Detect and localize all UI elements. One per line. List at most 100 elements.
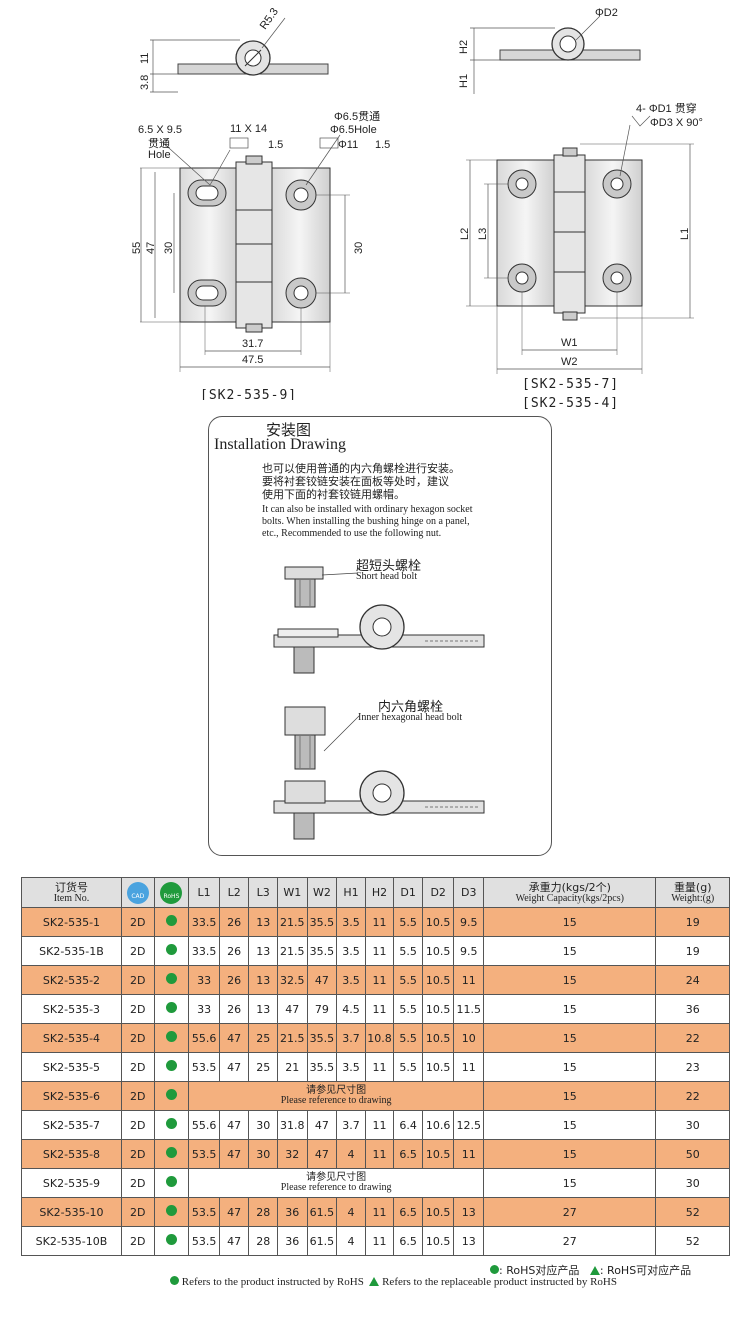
item-number: SK2-535-1 [21, 907, 122, 937]
header-d3: D3 [453, 877, 485, 908]
cad-cell: 2D [120, 1081, 155, 1111]
h2-cell: 11 [364, 936, 395, 966]
caption-sk2-535-4: [SK2-535-4] [522, 396, 620, 411]
caption-sk2-535-9: [SK2-535-9] [200, 388, 297, 400]
rohs-dot-icon [165, 1176, 177, 1187]
d2-cell: 10.5 [421, 965, 455, 995]
h1-cell: 4 [336, 1139, 366, 1169]
dim-47: 47 [145, 242, 157, 254]
reference-text-cn: 请参见尺寸图 [306, 1085, 367, 1096]
legend-tri-cn: : RoHS可对应产品 [599, 1264, 692, 1277]
h2-cell: 10.8 [364, 1023, 395, 1053]
item-number: SK2-535-10B [21, 1226, 122, 1256]
cad-cell: 2D [120, 994, 155, 1024]
l1-cell: 33.5 [188, 907, 220, 937]
capacity-cell: 15 [483, 1081, 657, 1111]
header-h2: H2 [364, 877, 395, 908]
installation-drawing-panel [208, 416, 552, 856]
installation-illustrations [273, 566, 485, 840]
d2-cell: 10.5 [421, 1139, 455, 1169]
l2-cell: 26 [218, 965, 250, 995]
h1-cell: 4.5 [336, 994, 366, 1024]
l1-cell: 53.5 [188, 1139, 220, 1169]
rohs-dot-icon [165, 1118, 177, 1129]
w1-cell: 21.5 [277, 1023, 308, 1053]
cad-cell: 2D [120, 907, 155, 937]
d2-cell: 10.5 [421, 1052, 455, 1082]
bolt2-label-cn: 内六角螺栓 [378, 700, 444, 715]
w2-cell: 61.5 [306, 1197, 338, 1227]
installation-note-cn-3: 使用下面的衬套铰链用螺帽。 [262, 488, 405, 501]
cad-cell: 2D [120, 1168, 155, 1198]
capacity-cell: 15 [483, 1139, 657, 1169]
l1-cell: 53.5 [188, 1052, 220, 1082]
legend-dot-en: Refers to the product instructed by RoHS [181, 1276, 364, 1288]
d2-cell: 10.5 [421, 994, 455, 1024]
slot-label-1: 6.5 X 9.5 [138, 124, 182, 136]
h2-cell: 11 [364, 1139, 395, 1169]
dim-l1: L1 [679, 228, 691, 240]
d1-cell: 5.5 [393, 965, 423, 995]
rohs-dot-icon [165, 944, 177, 955]
dim-3-8: 3.8 [139, 75, 151, 90]
l2-cell: 47 [218, 1052, 250, 1082]
item-number: SK2-535-1B [21, 936, 122, 966]
w1-cell: 21.5 [277, 907, 308, 937]
item-number: SK2-535-4 [21, 1023, 122, 1053]
item-number: SK2-535-9 [21, 1168, 122, 1198]
cad-cell: 2D [120, 936, 155, 966]
side-view-right: ΦD2 H2 H1 [458, 7, 641, 94]
rohs-cell [153, 1023, 190, 1053]
l1-cell: 53.5 [188, 1226, 220, 1256]
h2-cell: 11 [364, 907, 395, 937]
reference-text-en: Please reference to drawing [280, 1095, 392, 1106]
rohs-cell [153, 1110, 190, 1140]
d3-cell: 13 [453, 1197, 485, 1227]
w1-cell: 36 [277, 1197, 308, 1227]
d1-cell: 5.5 [393, 907, 423, 937]
header-capacity: 承重力(kgs/2个)Weight Capacity(kgs/2pcs) [483, 877, 657, 908]
d3-cell: 10 [453, 1023, 485, 1053]
legend-tri-en: Refers to the replaceable product instru… [382, 1276, 617, 1288]
dim-w1: W1 [561, 337, 578, 349]
w2-cell: 47 [306, 1110, 338, 1140]
weight-cell: 30 [655, 1168, 730, 1198]
reference-text-cn: 请参见尺寸图 [306, 1172, 367, 1183]
l1-cell: 53.5 [188, 1197, 220, 1227]
rohs-triangle-icon [589, 1266, 600, 1275]
header-w1: W1 [277, 877, 308, 908]
d1-cell: 6.5 [393, 1139, 423, 1169]
installation-title-en: Installation Drawing [214, 436, 346, 453]
weight-cell: 50 [655, 1139, 730, 1169]
short-head-bolt-icon [284, 566, 359, 608]
d2-cell: 10.5 [421, 1197, 455, 1227]
counterbore-depth: 1.5 [268, 139, 283, 151]
d3-cell: 11.5 [453, 994, 485, 1024]
w2-cell: 35.5 [306, 907, 338, 937]
d2-cell: 10.5 [421, 936, 455, 966]
legend-dot-cn: : RoHS对应产品 [499, 1264, 580, 1277]
legend-en: Refers to the product instructed by RoHS… [170, 1276, 617, 1288]
w2-cell: 61.5 [306, 1226, 338, 1256]
l2-cell: 47 [218, 1110, 250, 1140]
d1-cell: 6.4 [393, 1110, 423, 1140]
l2-cell: 47 [218, 1139, 250, 1169]
l3-cell: 13 [248, 994, 279, 1024]
item-number: SK2-535-3 [21, 994, 122, 1024]
dim-47-5: 47.5 [242, 354, 263, 366]
rohs-cell [153, 965, 190, 995]
h1-cell: 4 [336, 1226, 366, 1256]
rohs-dot-icon [165, 1205, 177, 1216]
w1-cell: 36 [277, 1226, 308, 1256]
dim-30-right: 30 [353, 242, 365, 254]
rohs-dot-icon-en [170, 1276, 179, 1285]
slot-label-3: Hole [148, 149, 171, 161]
d2-cell: 10.5 [421, 1023, 455, 1053]
capacity-cell: 15 [483, 1023, 657, 1053]
capacity-cell: 15 [483, 965, 657, 995]
